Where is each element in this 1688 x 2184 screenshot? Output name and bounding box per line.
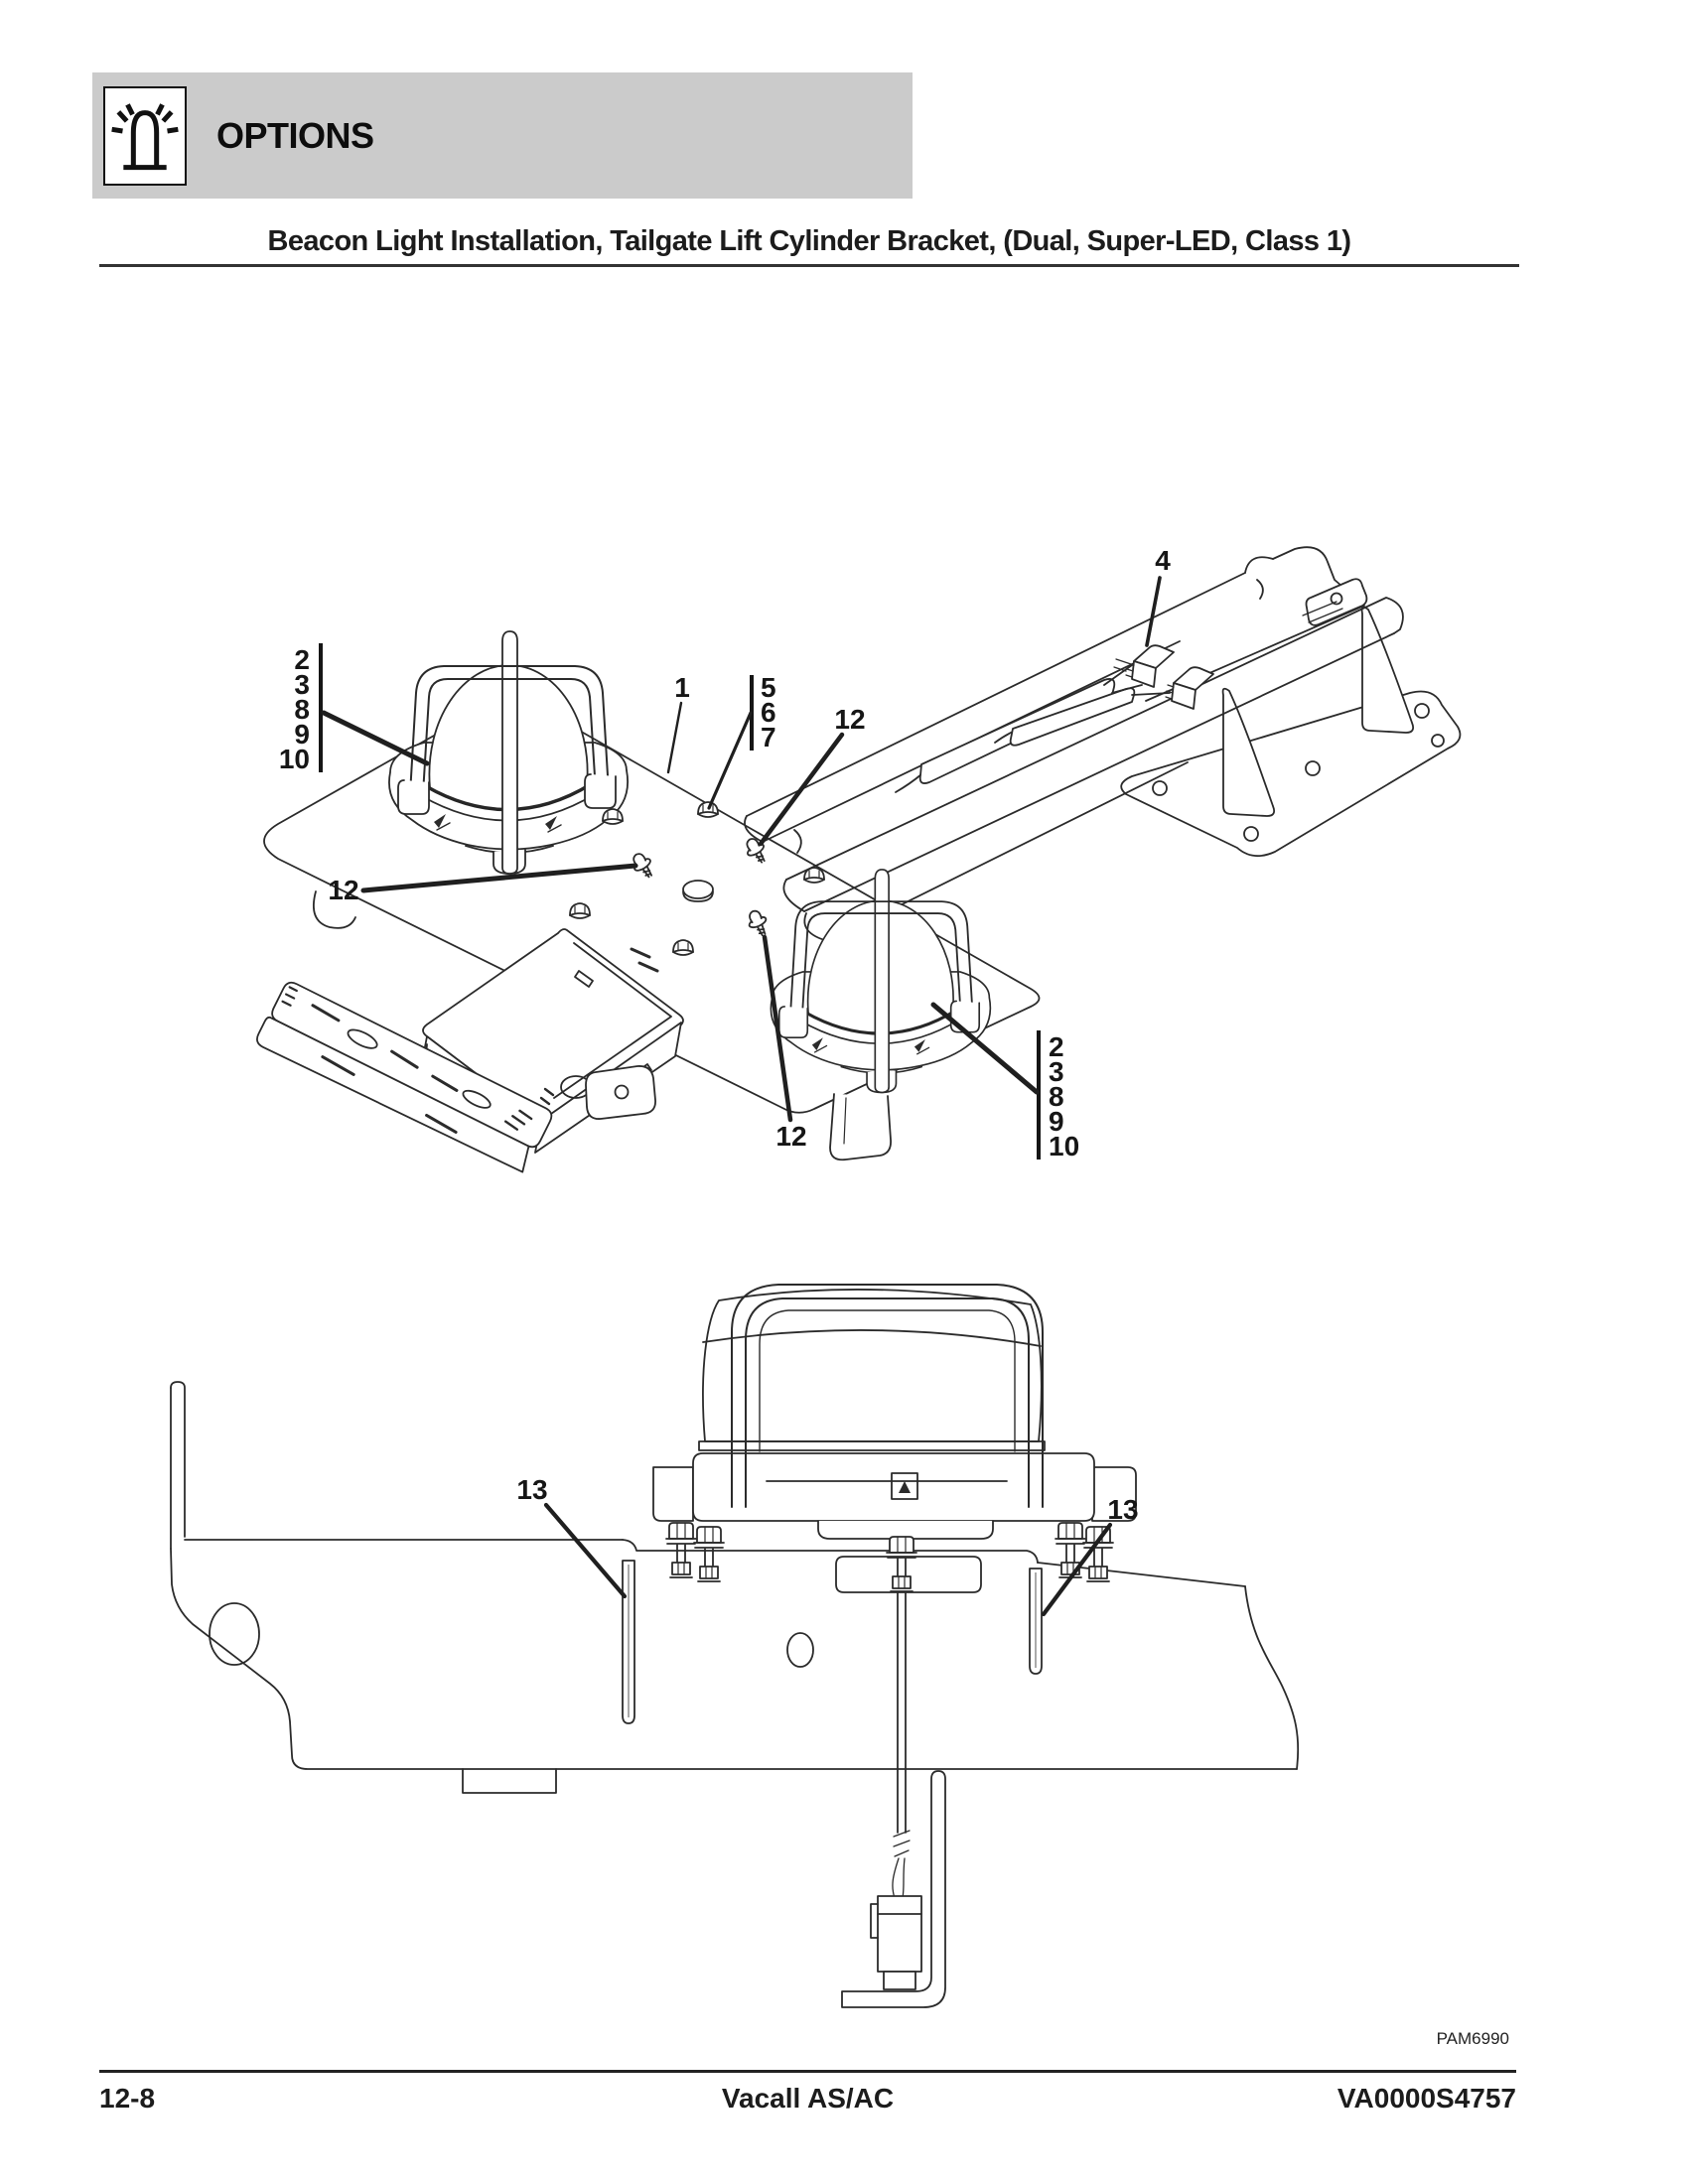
cylinder-bracket-channel [744,546,1462,942]
callout-number: 3 [1049,1056,1064,1087]
mount-channel [622,1539,1043,1724]
callout-number: 4 [1155,545,1171,576]
footer-doc-number: VA0000S4757 [1336,2083,1516,2114]
callout-number: 2 [294,644,310,675]
installed-side-view [170,1284,1300,2008]
perforated-strap [256,981,553,1173]
title-rule [99,264,1519,267]
callout-number: 2 [1049,1031,1064,1062]
lower-angle-bracket [841,1770,946,2008]
callout-strap-right: 13 [1041,1494,1139,1617]
harness-connector-b [1165,666,1214,710]
callout-number: 8 [294,694,310,725]
beacon-wire [870,1591,922,1990]
beacon-light-icon [103,86,187,186]
body-panel [170,1381,1300,1794]
footer-page-number: 12-8 [99,2083,156,2114]
callout-number: 1 [674,672,690,703]
callout-screw-bottom: 12 [762,934,807,1152]
callout-screw-left: 12 [328,863,638,905]
callout-number: 12 [775,1121,806,1152]
page-title: Beacon Light Installation, Tailgate Lift… [267,225,1352,257]
callout-screw-right: 12 [758,704,866,847]
callout-group-right: 2 3 8 9 10 [930,1002,1079,1161]
callout-number: 5 [761,672,776,703]
callout-number: 9 [294,719,310,750]
callout-number: 13 [1107,1494,1138,1525]
callout-number: 10 [1049,1131,1079,1161]
footer-rule [99,2070,1516,2073]
beacon-icon-art [111,103,179,171]
figure-code: PAM6990 [1436,2029,1509,2048]
bracket-base-plate [1120,690,1462,858]
footer: 12-8 Vacall AS/AC VA0000S4757 [99,2083,1516,2115]
callout-strap-left: 13 [516,1474,628,1599]
callout-group-fasteners: 5 6 7 [707,672,776,810]
callout-number: 10 [279,744,310,774]
exploded-view [256,546,1462,1173]
callout-harness: 4 [1145,545,1171,647]
options-banner: OPTIONS [92,72,913,199]
callout-number: 12 [328,875,358,905]
callout-number: 6 [761,697,776,728]
harness-connector-a [1113,644,1175,688]
callout-number: 3 [294,669,310,700]
footer-product-name: Vacall AS/AC [721,2083,895,2114]
wire-harness [895,644,1214,793]
callout-plate: 1 [666,672,690,774]
callout-group-left: 2 3 8 9 10 [279,643,430,774]
callouts: 2 3 8 9 10 1 5 6 7 1 [279,545,1171,1617]
callout-number: 12 [834,704,865,735]
callout-number: 9 [1049,1106,1064,1137]
callout-number: 13 [516,1474,547,1505]
callout-number: 7 [761,722,776,752]
beacon-side-view [652,1284,1137,1593]
callout-number: 8 [1049,1081,1064,1112]
banner-label: OPTIONS [216,114,374,156]
